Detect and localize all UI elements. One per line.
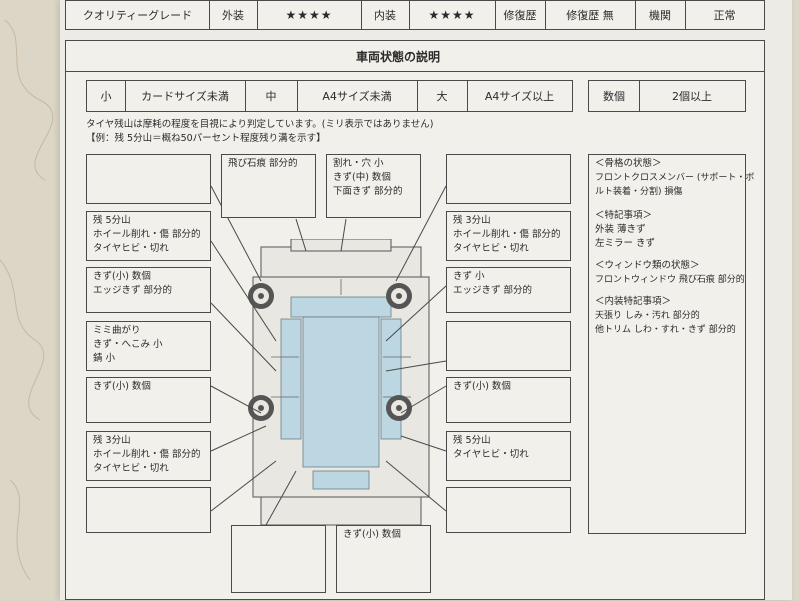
exterior-label: 外装 <box>222 9 244 22</box>
damage-box-right-front-tire: 残 3分山 ホイール削れ・傷 部分的 タイヤヒビ・切れ <box>446 211 571 261</box>
damage-box-right-mid <box>446 321 571 371</box>
count-label: 数個 <box>603 90 625 103</box>
damage-box-right-front: きず 小 エッジきず 部分的 <box>446 267 571 313</box>
frame-title: ＜骨格の状態＞ <box>595 158 662 169</box>
inspection-sheet: クオリティーグレード 外装 ★★★★ 内装 ★★★★ 修復歴 修復歴 無 機関 … <box>60 0 792 600</box>
quality-grade-row: クオリティーグレード 外装 ★★★★ 内装 ★★★★ 修復歴 修復歴 無 機関 … <box>65 0 765 30</box>
count-legend: 数個 2個以上 <box>588 80 746 112</box>
damage-box-top-center: 割れ・穴 小 きず(中) 数個 下面きず 部分的 <box>326 154 421 218</box>
tire-note-line1: タイヤ残山は摩耗の程度を目視により判定しています。(ミリ表示ではありません) <box>86 119 434 130</box>
interior-title: ＜内装特記事項＞ <box>595 296 672 307</box>
damage-box-left-front-tire: 残 5分山 ホイール削れ・傷 部分的 タイヤヒビ・切れ <box>86 211 211 261</box>
damage-box-top-left-mid: 飛び石痕 部分的 <box>221 154 316 218</box>
damage-box-right-top <box>446 154 571 204</box>
special-title: ＜特記事項＞ <box>595 210 653 221</box>
interior-label: 内装 <box>374 9 396 22</box>
damage-box-right-bottom <box>446 487 571 533</box>
decorative-squiggles <box>0 19 54 581</box>
repair-history-label: 修復歴 <box>503 9 537 22</box>
count-desc: 2個以上 <box>672 90 712 103</box>
damage-box-left-mid: ミミ曲がり きず・へこみ 小 錆 小 <box>86 321 211 371</box>
size-medium-desc: A4サイズ未満 <box>322 90 392 103</box>
vehicle-condition-section: 車両状態の説明 小 カードサイズ未満 中 A4サイズ未満 大 A4サイズ以上 数… <box>65 40 765 600</box>
exterior-rating: ★★★★ <box>285 8 333 22</box>
size-legend: 小 カードサイズ未満 中 A4サイズ未満 大 A4サイズ以上 <box>86 80 573 112</box>
special-notes-box: ＜骨格の状態＞ フロントクロスメンバー (サポート・ボ ルト装着・分割) 損傷 … <box>588 154 754 534</box>
tire-front-left <box>248 283 274 309</box>
repair-history-value: 修復歴 無 <box>566 9 614 22</box>
damage-box-left-rear-tire: 残 3分山 ホイール削れ・傷 部分的 タイヤヒビ・切れ <box>86 431 211 481</box>
damage-box-left-rear: きず(小) 数個 <box>86 377 211 423</box>
size-small-desc: カードサイズ未満 <box>141 90 229 103</box>
damage-box-right-rear: きず(小) 数個 <box>446 377 571 423</box>
engine-value: 正常 <box>713 9 736 22</box>
damage-box-bottom-center: きず(小) 数個 <box>336 525 431 593</box>
window-title: ＜ウィンドウ類の状態＞ <box>595 260 700 271</box>
interior-rating: ★★★★ <box>428 8 476 22</box>
damage-box-left-front: きず(小) 数個 エッジきず 部分的 <box>86 267 211 313</box>
damage-box-left-bottom <box>86 487 211 533</box>
size-medium: 中 <box>265 90 277 103</box>
size-small: 小 <box>100 90 112 103</box>
tire-rear-right <box>386 395 412 421</box>
tire-front-right <box>386 283 412 309</box>
size-large: 大 <box>436 90 448 103</box>
damage-box-bottom-left-mid <box>231 525 326 593</box>
tire-rear-left <box>248 395 274 421</box>
damage-box-left-top <box>86 154 211 204</box>
damage-box-right-rear-tire: 残 5分山 タイヤヒビ・切れ <box>446 431 571 481</box>
tire-note-line2: 【例：残 5分山＝概ね50パーセント程度残り溝を示す】 <box>86 133 326 144</box>
quality-grade-label: クオリティーグレード <box>82 9 193 22</box>
engine-label: 機関 <box>649 9 671 22</box>
size-large-desc: A4サイズ以上 <box>484 90 555 103</box>
section-title: 車両状態の説明 <box>356 50 441 64</box>
